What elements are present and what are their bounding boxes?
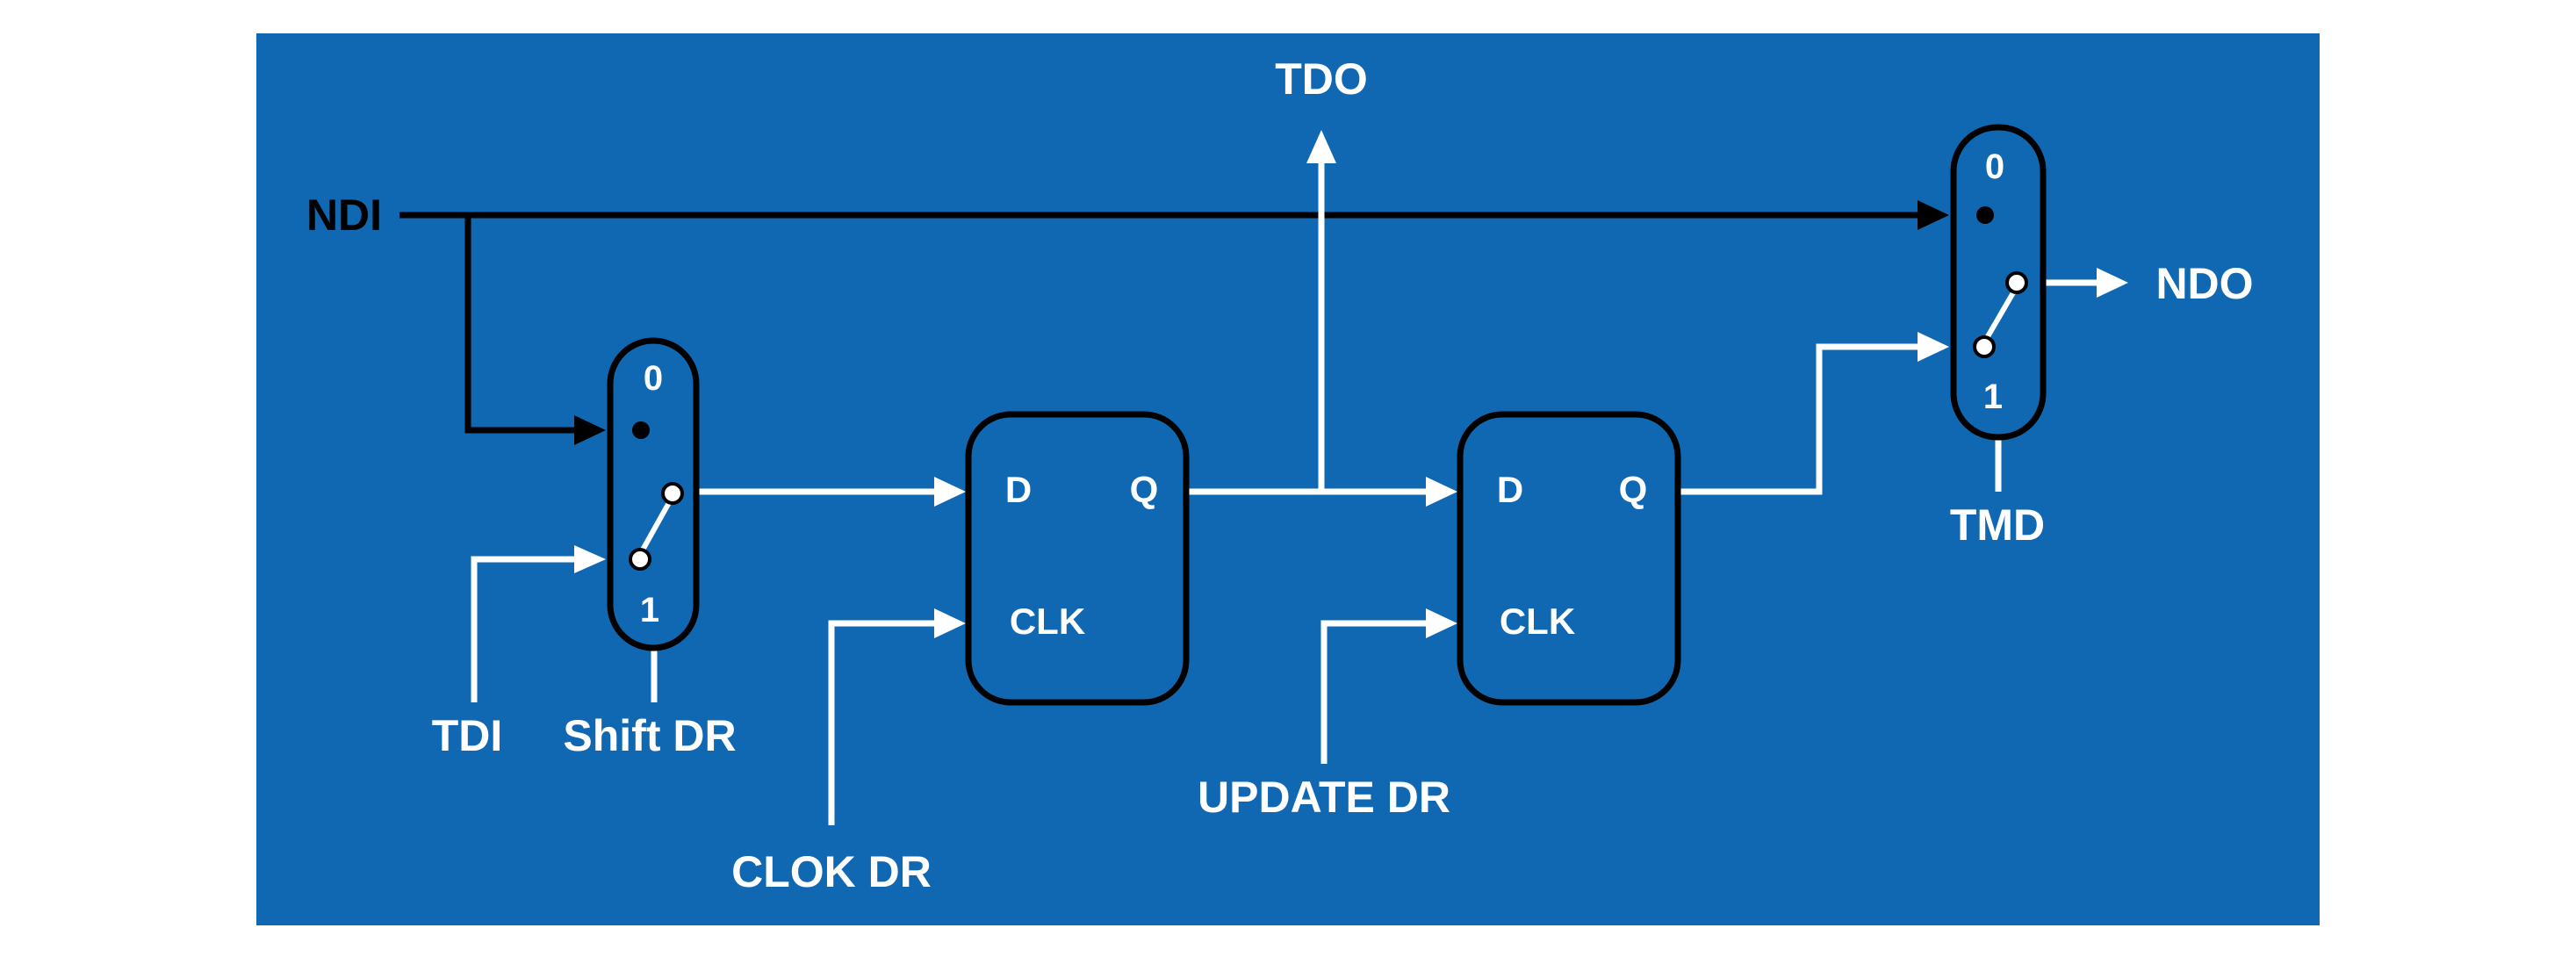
mux-1: 0 1: [607, 337, 700, 651]
mux-1-switch-icon: [639, 498, 673, 553]
ff1-d-arrowhead: [934, 477, 966, 507]
ndi-wires: [399, 212, 1918, 434]
mux-2-input-0-label: 0: [1985, 147, 2004, 186]
flipflop-1-q-label: Q: [1130, 469, 1159, 510]
ff1-clk-arrowhead: [934, 608, 966, 638]
ndi-mux2-arrowhead: [1918, 200, 1949, 230]
ndi-to-mux1-wire: [464, 215, 586, 434]
white-wires: [471, 154, 2098, 825]
mux-2-output-terminal: [2005, 271, 2028, 294]
flipflop-2-q-label: Q: [1619, 469, 1648, 510]
ndo-arrowhead: [2097, 268, 2128, 298]
flipflop-1: D Q CLK: [965, 411, 1190, 706]
update-dr-wire: [1320, 620, 1431, 764]
tdo-arrowhead: [1306, 130, 1336, 163]
mux-1-input-1-terminal: [629, 548, 651, 571]
white-arrowheads: [574, 130, 2128, 638]
tdi-wire: [471, 556, 586, 702]
tdo-label: TDO: [1275, 54, 1368, 104]
flipflop-2-body: [1457, 411, 1681, 706]
flipflop-1-clk-label: CLK: [1010, 601, 1085, 642]
mux-2-body: [1950, 124, 2047, 441]
mux-2-input-0-dot: [1976, 206, 1994, 224]
tdi-arrowhead: [574, 545, 606, 573]
ff2-d-arrowhead: [1426, 477, 1457, 507]
tdi-label: TDI: [432, 711, 503, 760]
mux-2-switch-icon: [1984, 288, 2018, 340]
flipflop-2-clk-label: CLK: [1500, 601, 1575, 642]
update-dr-label: UPDATE DR: [1198, 773, 1450, 822]
ndi-mux1-arrowhead: [574, 415, 606, 445]
tmd-label: TMD: [1950, 500, 2045, 550]
flipflop-2: D Q CLK: [1457, 411, 1681, 706]
mux-1-output-terminal: [661, 482, 684, 505]
mux-1-body: [607, 337, 700, 651]
mux-1-input-0-dot: [632, 421, 650, 439]
ff2-to-mux2-wire: [1677, 343, 1918, 495]
shift-dr-label: Shift DR: [563, 711, 736, 760]
mux-2-input-1-label: 1: [1983, 378, 2003, 416]
mux2-in1-arrowhead: [1918, 332, 1949, 362]
clok-dr-wire: [828, 620, 939, 825]
mux-1-input-1-label: 1: [640, 591, 659, 629]
ff2-clk-arrowhead: [1426, 608, 1457, 638]
ndo-label: NDO: [2155, 259, 2253, 308]
clok-dr-label: CLOK DR: [731, 847, 932, 896]
flipflop-1-d-label: D: [1005, 469, 1032, 510]
flipflop-2-d-label: D: [1497, 469, 1523, 510]
flipflop-1-body: [965, 411, 1190, 706]
ndi-label: NDI: [306, 191, 382, 240]
mux-2: 0 1: [1950, 124, 2047, 441]
mux-2-input-1-terminal: [1973, 335, 1996, 358]
mux-1-input-0-label: 0: [644, 359, 663, 398]
